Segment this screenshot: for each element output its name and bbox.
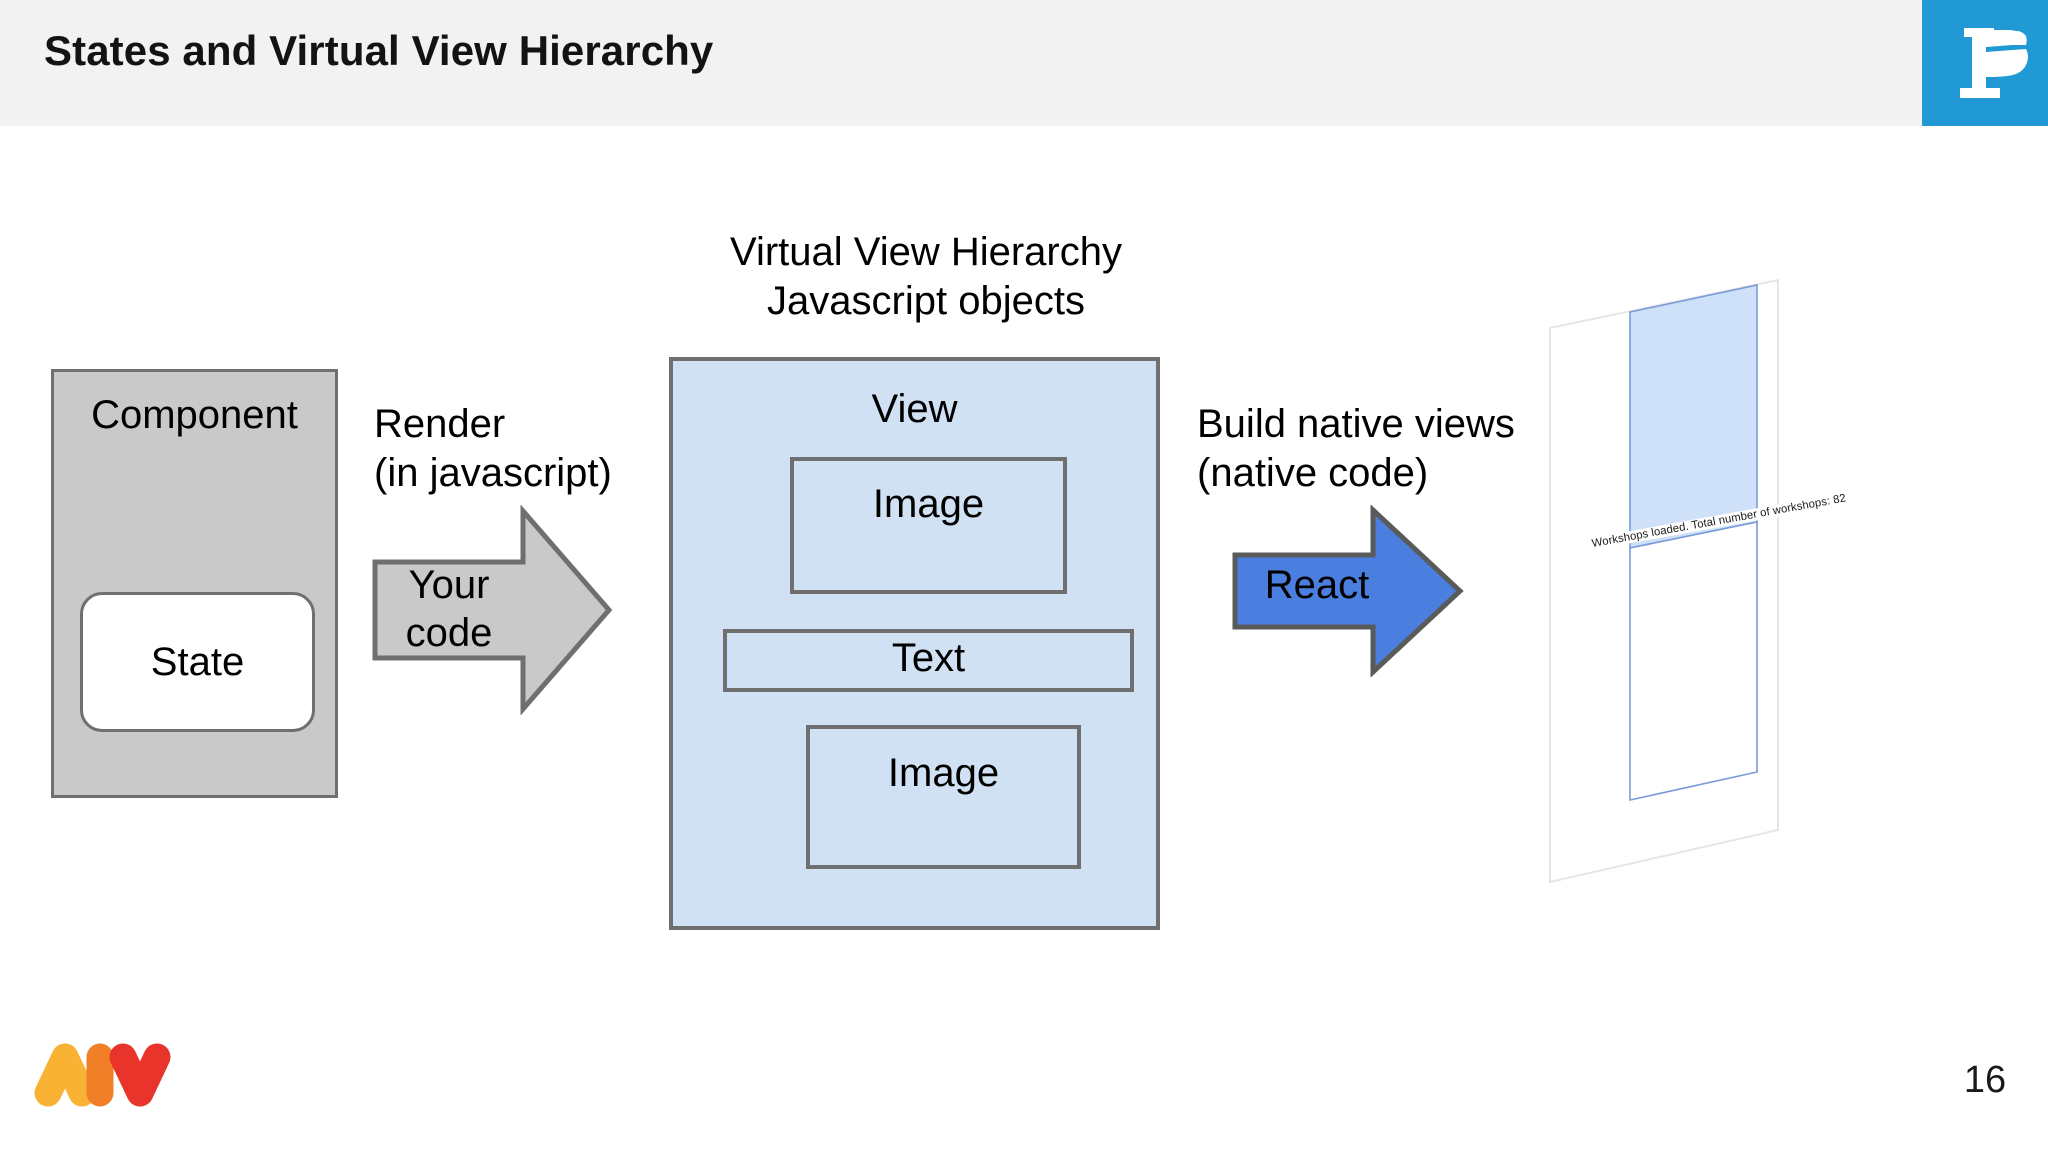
render-arrow: Your code xyxy=(371,505,613,715)
phone-screenshot-icon xyxy=(1540,270,1810,890)
brand-logo xyxy=(1922,0,2048,126)
mv-logo-icon xyxy=(28,1035,188,1107)
organization-logo xyxy=(28,1035,188,1107)
page-title: States and Virtual View Hierarchy xyxy=(44,27,714,74)
state-box: State xyxy=(80,592,315,732)
image-node-1-label: Image xyxy=(872,482,985,526)
render-caption: Render (in javascript) xyxy=(374,402,612,496)
component-box: Component State xyxy=(51,369,338,798)
page-number: 16 xyxy=(1963,1059,2007,1101)
image-node-1: Image xyxy=(790,457,1067,594)
build-native-views-caption: Build native views (native code) xyxy=(1197,402,1515,496)
image-node-2-label: Image xyxy=(887,751,1000,795)
react-arrow: React xyxy=(1231,505,1464,677)
virtual-view-hierarchy-box: View Image Text Image xyxy=(669,357,1160,930)
react-arrow-label: React xyxy=(1264,563,1370,607)
view-node-label: View xyxy=(871,387,958,431)
state-label: State xyxy=(150,639,245,684)
image-node-2: Image xyxy=(806,725,1081,869)
component-label: Component xyxy=(91,393,298,437)
arrow-right-icon xyxy=(371,505,613,715)
render-arrow-label: Your code xyxy=(405,563,493,655)
arrow-right-icon xyxy=(1231,505,1464,677)
p-logo-icon xyxy=(1922,0,2048,126)
text-node-label: Text xyxy=(891,636,966,680)
virtual-view-hierarchy-caption: Virtual View Hierarchy Javascript object… xyxy=(729,230,1122,324)
device-mockup xyxy=(1540,270,1810,890)
text-node: Text xyxy=(723,629,1134,692)
slide-header-bar xyxy=(0,0,2048,126)
